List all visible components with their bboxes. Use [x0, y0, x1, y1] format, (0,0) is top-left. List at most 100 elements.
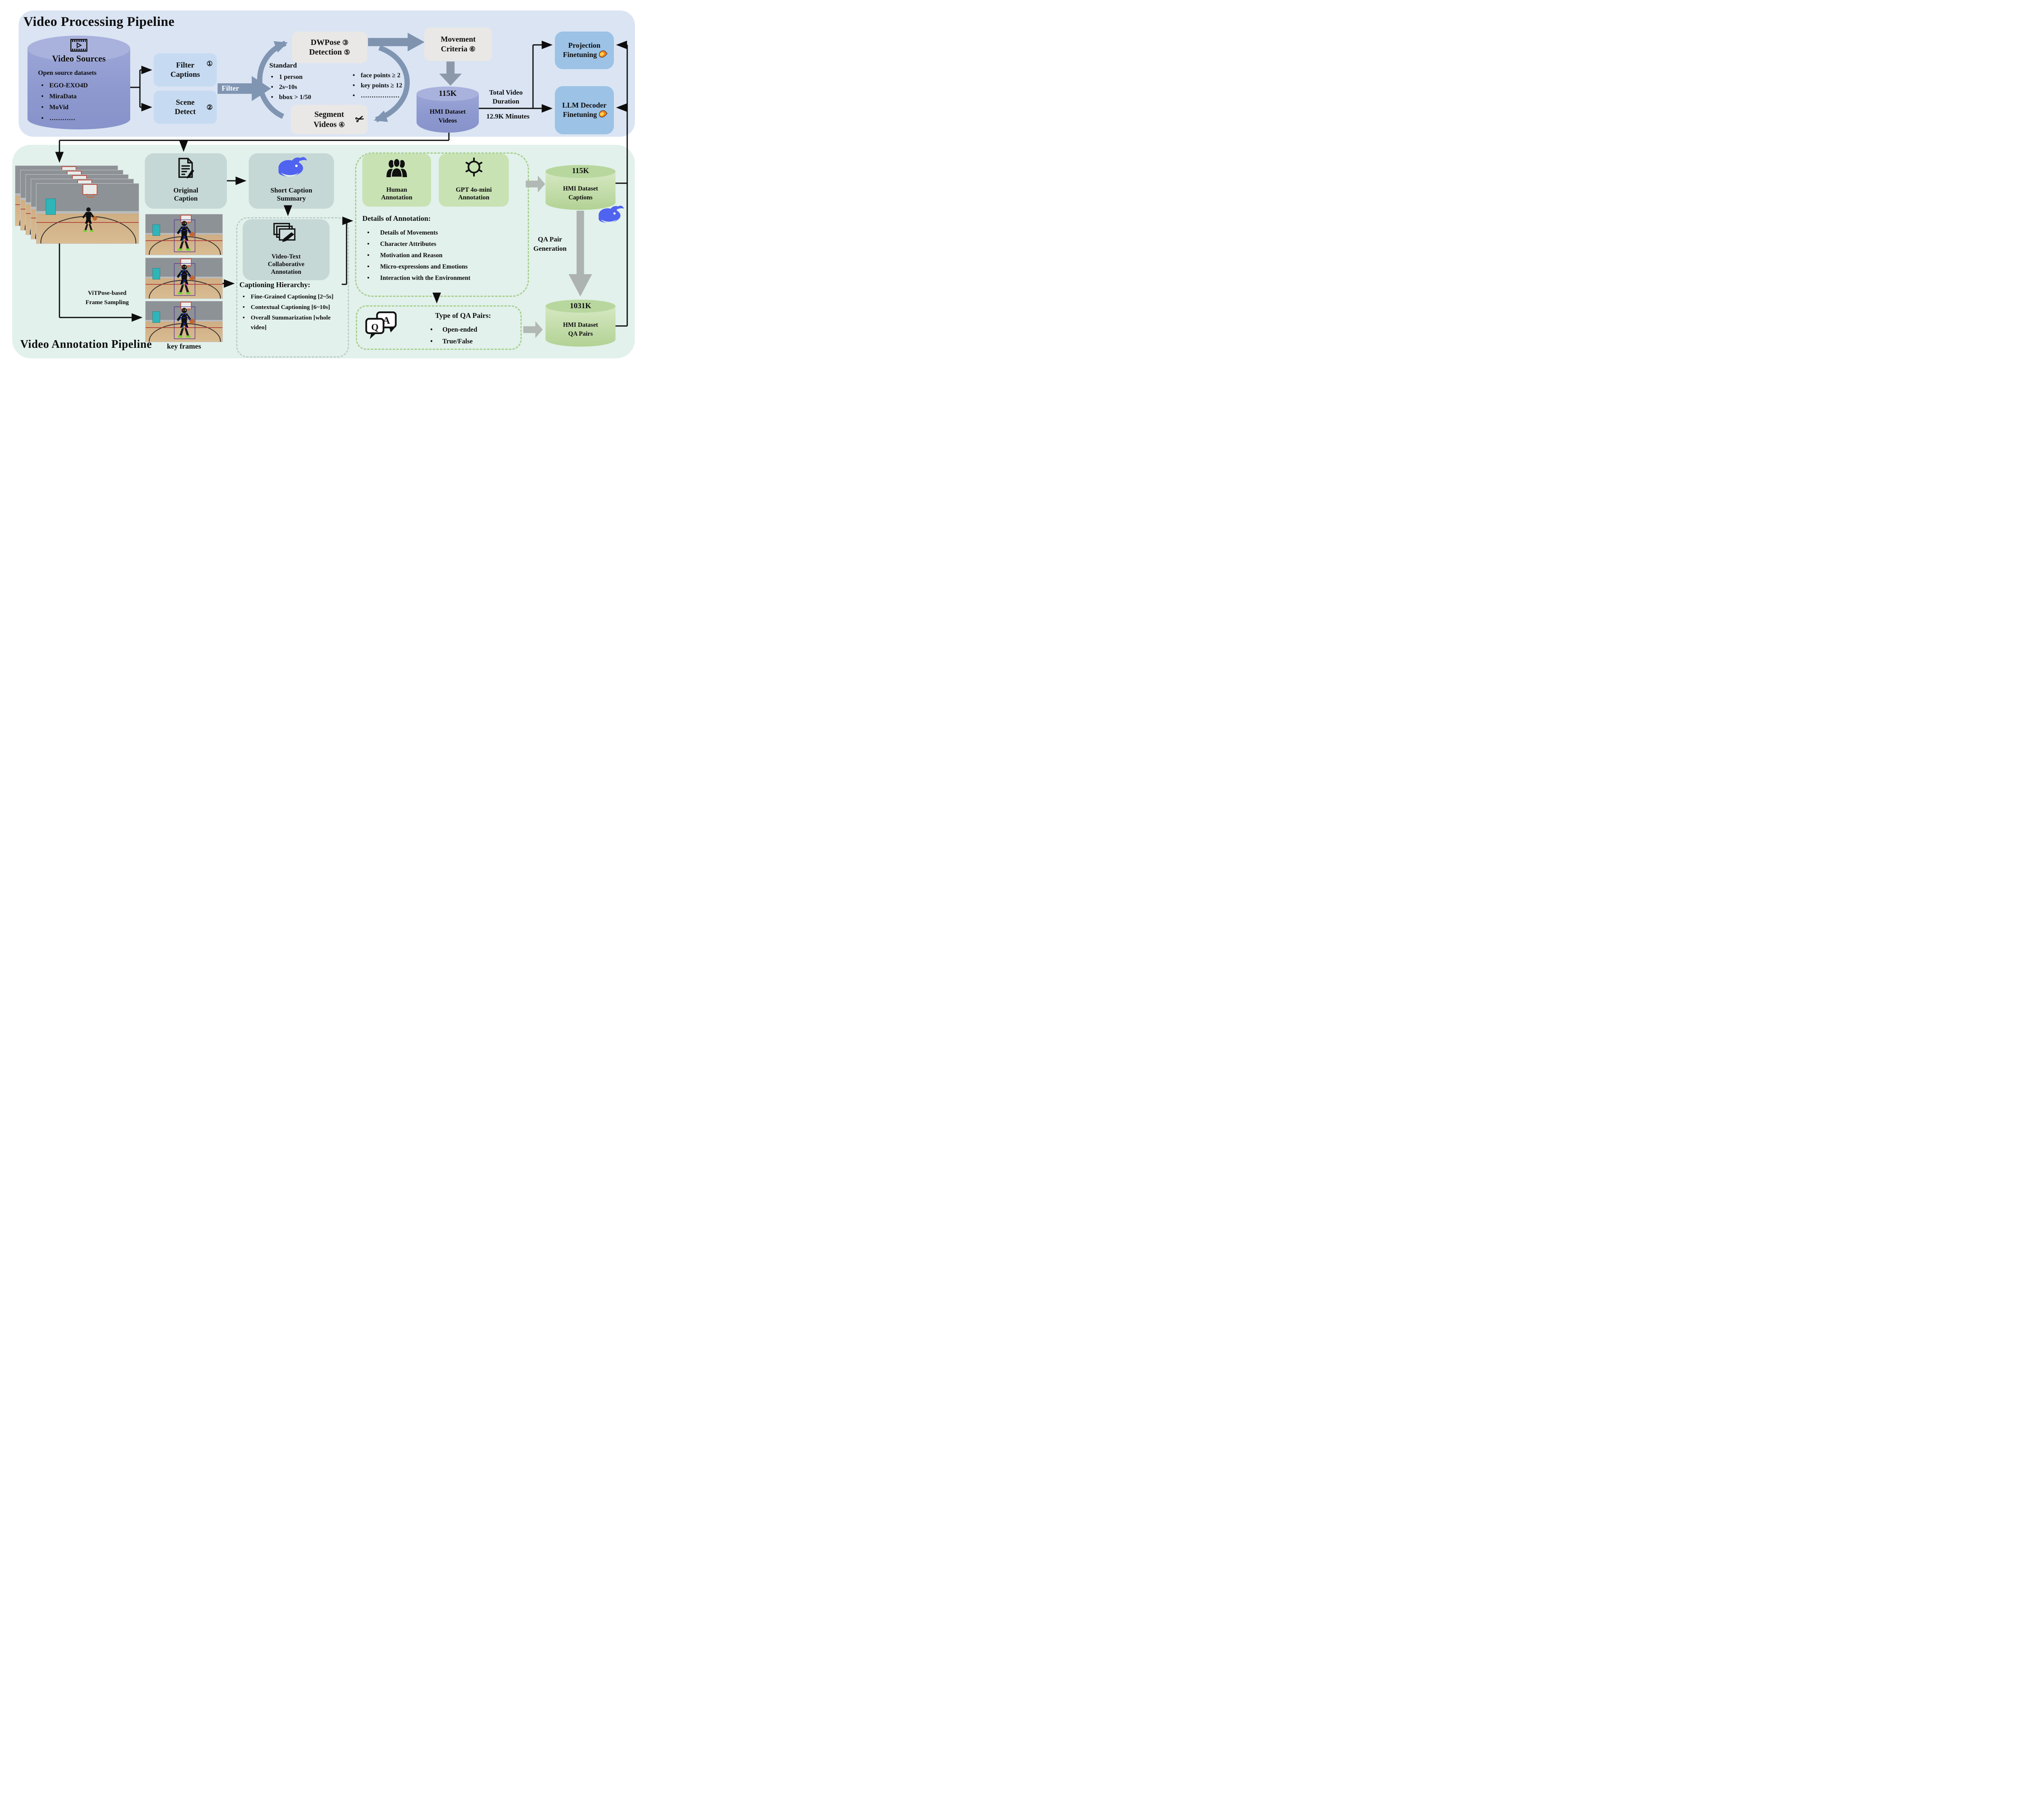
frames-pencil-icon	[273, 223, 296, 242]
captioning-dashed-container	[236, 217, 349, 358]
standard-item: 1 person	[269, 72, 346, 82]
step-number-5: ⑤	[344, 49, 350, 56]
qa-bubbles-icon: A Q	[365, 311, 397, 339]
movement-criteria-box: Movement Criteria ⑥	[424, 28, 492, 61]
key-frame	[146, 214, 222, 255]
hmi-captions-line2: Captions	[568, 194, 593, 201]
qa-types-dashed-container	[356, 305, 522, 350]
hmi-qa-pairs-cylinder: 1031K HMI Dataset QA Pairs	[546, 300, 615, 347]
standard-heading: Standard	[269, 61, 297, 69]
step-number-4: ④	[338, 121, 345, 129]
original-caption-line1: Original	[173, 186, 199, 194]
qa-pair-generation-label: QA Pair Generation	[533, 235, 567, 252]
details-item: Character Attributes	[366, 239, 523, 250]
gpt-logo-icon	[465, 157, 482, 177]
duration-value: 12.9K Minutes	[486, 112, 530, 120]
human-line2: Annotation	[381, 194, 412, 201]
vitpose-frame-sampling-label: ViTPose-based Frame Sampling	[85, 290, 129, 306]
standard-item: 2s~10s	[269, 82, 346, 92]
details-item: Interaction with the Environment	[366, 273, 523, 284]
people-icon	[386, 158, 407, 178]
original-caption-line2: Caption	[174, 195, 198, 203]
hmi-videos-cylinder: 115K HMI Dataset Videos	[417, 87, 479, 133]
movement-line2: Criteria ⑥	[441, 44, 476, 53]
hmi-videos-count: 115K	[438, 89, 457, 98]
step-number-3: ③	[342, 38, 349, 47]
whale-icon	[278, 157, 307, 177]
movement-line1: Movement	[440, 35, 476, 44]
standard-item: face points ≥ 2	[351, 70, 440, 80]
step-number-2: ②	[206, 104, 213, 111]
processing-pipeline-title: Video Processing Pipeline	[23, 15, 175, 29]
dataset-item: EGO-EXO4D	[40, 80, 125, 91]
llm-decoder-finetuning-box: LLM Decoder Finetuning	[555, 86, 614, 134]
video-text-line1: Video-Text	[271, 253, 301, 260]
dwpose-line2: Detection ⑤	[309, 48, 350, 57]
dwpose-line1: DWPose ③	[311, 38, 349, 47]
qa-pairs-line1: HMI Dataset	[563, 322, 598, 328]
standard-item: key points ≥ 12	[351, 80, 440, 91]
filter-arrow-label: Filter	[222, 84, 239, 92]
short-caption-line2: Summary	[277, 195, 306, 203]
document-edit-icon	[178, 158, 195, 178]
captioning-hierarchy-heading: Captioning Hierarchy:	[239, 281, 311, 289]
key-frame	[146, 258, 222, 298]
standard-item: ………………	[351, 91, 440, 101]
key-frames-label: key frames	[167, 342, 201, 350]
video-text-annotation-box: Video-Text Collaborative Annotation	[243, 219, 330, 280]
filter-captions-line2: Captions	[170, 70, 200, 79]
dataset-item: MiraData	[40, 91, 125, 102]
standard-item: bbox > 1/50	[269, 92, 346, 102]
annotation-pipeline-title: Video Annotation Pipeline	[20, 338, 152, 351]
step-number-6: ⑥	[469, 45, 476, 53]
video-text-line3: Annotation	[271, 269, 301, 276]
qa-types-heading: Type of QA Pairs:	[435, 311, 491, 320]
qa-pairs-count: 1031K	[570, 302, 591, 310]
qa-type-item: True/False	[429, 335, 518, 347]
gpt-annotation-box: GPT 4o-mini Annotation	[439, 154, 509, 207]
details-item: Details of Movements	[366, 227, 523, 239]
qa-type-item: Open-ended	[429, 324, 518, 335]
svg-text:Q: Q	[371, 322, 379, 333]
video-sources-title: Video Sources	[52, 53, 106, 63]
key-frame	[146, 301, 222, 342]
hmi-videos-line1: HMI Dataset	[429, 108, 466, 115]
scene-detect-box: Scene Detect ②	[154, 91, 217, 124]
details-heading: Details of Annotation:	[362, 214, 431, 222]
projection-finetuning-box: Projection Finetuning	[555, 32, 614, 69]
scissors-icon: ✂	[353, 112, 366, 126]
hmi-captions-count: 115K	[572, 167, 589, 175]
scene-detect-line2: Detect	[175, 108, 196, 116]
hmi-videos-line2: Videos	[438, 117, 457, 124]
details-item: Motivation and Reason	[366, 250, 523, 261]
video-sources-cylinder: Video Sources Open source datasets EGO-E…	[27, 36, 130, 129]
dataset-item: MoVid	[40, 102, 125, 113]
short-caption-line1: Short Caption	[270, 186, 313, 194]
qa-pairs-line2: QA Pairs	[568, 330, 593, 337]
llm-line1: LLM Decoder	[562, 101, 607, 110]
human-annotation-box: Human Annotation	[362, 154, 431, 207]
segment-videos-box: Segment Videos ④ ✂	[291, 105, 368, 134]
projection-line2: Finetuning	[563, 49, 608, 59]
original-caption-box: Original Caption	[145, 153, 227, 209]
whale-icon	[599, 205, 624, 223]
dataset-item: …………	[40, 113, 125, 124]
captioning-item: Contextual Captioning [6~10s]	[241, 303, 337, 312]
gpt-line1: GPT 4o-mini	[455, 186, 492, 193]
human-line1: Human	[386, 186, 407, 193]
video-text-line2: Collaborative	[268, 261, 305, 268]
segment-line2: Videos ④	[313, 120, 345, 129]
details-item: Micro-expressions and Emotions	[366, 261, 523, 273]
open-source-datasets-label: Open source datasets	[38, 70, 97, 76]
video-frame-front	[36, 184, 139, 243]
gpt-line2: Annotation	[458, 194, 490, 201]
film-icon	[70, 39, 88, 52]
scene-detect-line1: Scene	[176, 98, 195, 107]
dwpose-detection-box: DWPose ③ Detection ⑤	[292, 32, 367, 63]
filter-captions-box: Filter Captions ①	[154, 53, 217, 87]
hmi-captions-cylinder: 115K HMI Dataset Captions	[546, 165, 615, 210]
hmi-captions-line1: HMI Dataset	[563, 185, 598, 192]
total-video-duration-label: Total Video Duration	[489, 89, 523, 105]
filter-captions-line1: Filter	[176, 61, 195, 70]
projection-line1: Projection	[568, 41, 601, 50]
